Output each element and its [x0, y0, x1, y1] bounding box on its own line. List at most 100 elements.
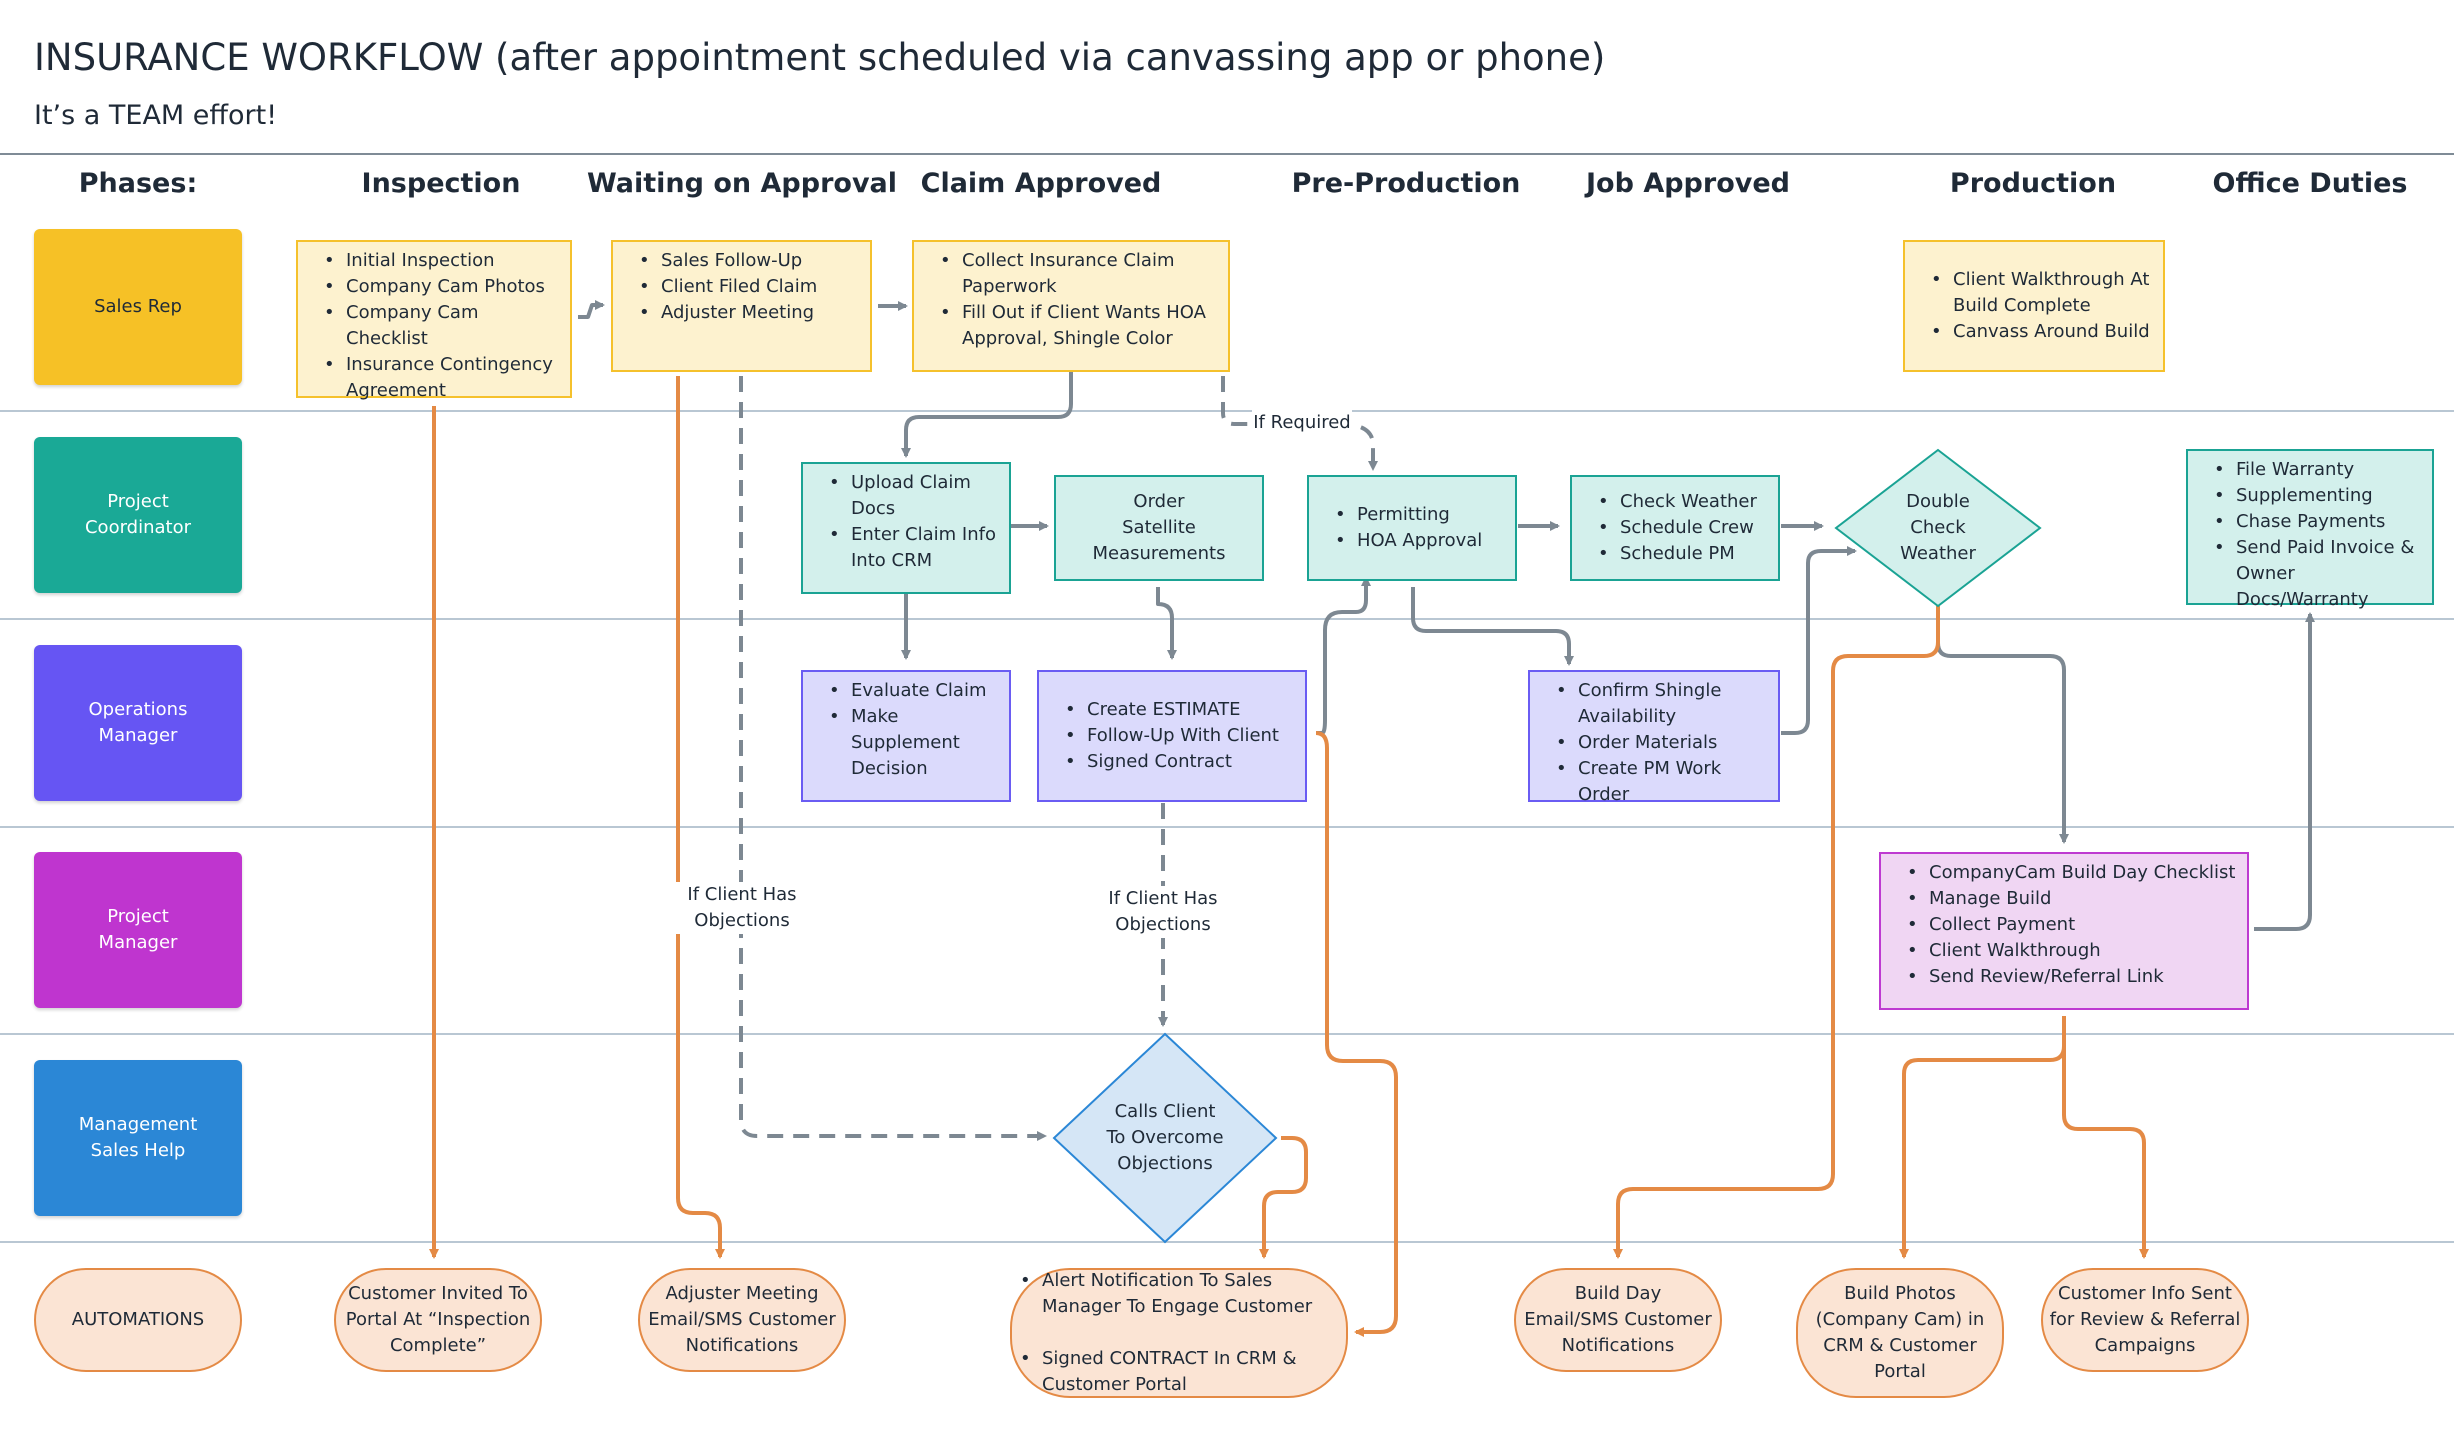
lane-divider [0, 826, 2454, 828]
list-item: Send Paid Invoice & Owner Docs/Warranty [2214, 535, 2422, 613]
connector-followup-to-adjuster-notifications [676, 376, 725, 1259]
connector-inspection-to-followup [578, 300, 605, 319]
list-item: Schedule PM [1598, 541, 1757, 567]
list-item: Send Review/Referral Link [1907, 964, 2237, 990]
list-item: Follow-Up With Client [1065, 723, 1279, 749]
phase-pre-production: Pre-Production [1291, 168, 1521, 199]
double-check-weather-label: Double Check Weather [1900, 491, 1976, 564]
connector-collect-to-upload [901, 372, 1073, 458]
list-item: Manage Build [1907, 886, 2237, 912]
phase-claim-approved: Claim Approved [920, 168, 1162, 199]
list-item: Enter Claim Info Into CRM [829, 522, 999, 574]
list-item: File Warranty [2214, 457, 2422, 483]
connector-estimate-to-permitting [1316, 576, 1371, 735]
list-item: Chase Payments [2214, 509, 2422, 535]
connector-confirm-shingle-to-double-check [1781, 546, 1857, 735]
connector-companycam-to-build-photos [1899, 1016, 2066, 1259]
list-item: Collect Insurance Claim Paperwork [940, 248, 1218, 300]
automation-customer-invited: Customer Invited To Portal At “Inspectio… [334, 1268, 542, 1372]
role-project-coordinator: Project Coordinator [34, 437, 242, 593]
calls-client-diamond [1052, 1032, 1278, 1244]
phases-label: Phases: [78, 168, 198, 199]
list-item: Initial Inspection [324, 248, 560, 274]
list-item: Upload Claim Docs [829, 470, 999, 522]
role-sales-rep: Sales Rep [34, 229, 242, 385]
list-item: Signed CONTRACT In CRM & Customer Portal [1020, 1346, 1346, 1398]
header-divider [0, 153, 2454, 155]
automation-customer-info: Customer Info Sent for Review & Referral… [2041, 1268, 2249, 1372]
role-automations: AUTOMATIONS [34, 1268, 242, 1372]
box-sales-follow-up: Sales Follow-Up Client Filed Claim Adjus… [611, 240, 872, 372]
lane-divider [0, 410, 2454, 412]
phase-job-approved: Job Approved [1586, 168, 1790, 199]
box-companycam-build-day: CompanyCam Build Day Checklist Manage Bu… [1879, 852, 2249, 1010]
lane-divider [0, 1241, 2454, 1243]
list-item: Create PM Work Order [1556, 756, 1768, 808]
automation-adjuster-meeting: Adjuster Meeting Email/SMS Customer Noti… [638, 1268, 846, 1372]
list-item: Confirm Shingle Availability [1556, 678, 1768, 730]
automation-alert-notification: Alert Notification To Sales Manager To E… [1010, 1268, 1348, 1398]
list-item: Client Walkthrough At Build Complete [1931, 267, 2153, 319]
connector-calls-to-alert [1259, 1136, 1308, 1259]
box-permitting: Permitting HOA Approval [1307, 475, 1517, 581]
list-item: Company Cam Photos [324, 274, 560, 300]
connector-followup-dashed-to-calls [739, 376, 1047, 1141]
box-initial-inspection: Initial Inspection Company Cam Photos Co… [296, 240, 572, 401]
connector-order-to-estimate [1156, 587, 1177, 660]
list-item: Client Walkthrough [1907, 938, 2237, 964]
list-item: Collect Payment [1907, 912, 2237, 938]
phase-inspection: Inspection [361, 168, 521, 199]
lane-divider [0, 1033, 2454, 1035]
list-item: Check Weather [1598, 489, 1757, 515]
list-item: CompanyCam Build Day Checklist [1907, 860, 2237, 886]
list-item: Fill Out if Client Wants HOA Approval, S… [940, 300, 1218, 352]
box-client-walkthrough: Client Walkthrough At Build Complete Can… [1903, 240, 2165, 372]
list-item: Permitting [1335, 502, 1482, 528]
label-if-client-has-objections: If Client Has Objections [672, 882, 812, 934]
role-management-sales-help: Management Sales Help [34, 1060, 242, 1216]
lane-divider [0, 618, 2454, 620]
list-item: Create ESTIMATE [1065, 697, 1279, 723]
phase-office-duties: Office Duties [2212, 168, 2408, 199]
connector-permitting-to-confirm-shingle [1411, 587, 1574, 666]
list-item: Signed Contract [1065, 749, 1279, 775]
box-upload-claim-docs: Upload Claim Docs Enter Claim Info Into … [801, 462, 1011, 594]
box-confirm-shingle: Confirm Shingle Availability Order Mater… [1528, 670, 1780, 805]
list-item: Make Supplement Decision [829, 704, 999, 782]
phase-production: Production [1949, 168, 2117, 199]
connector-companycam-to-customer-info [2062, 1046, 2149, 1259]
connector-companycam-to-warranty [2254, 612, 2315, 931]
box-order-satellite-measurements: Order Satellite Measurements [1054, 475, 1264, 581]
list-item: Adjuster Meeting [639, 300, 860, 326]
role-project-manager: Project Manager [34, 852, 242, 1008]
list-item: Canvass Around Build [1931, 319, 2153, 345]
list-item: Alert Notification To Sales Manager To E… [1020, 1268, 1346, 1320]
box-create-estimate: Create ESTIMATE Follow-Up With Client Si… [1037, 670, 1307, 802]
list-item: Sales Follow-Up [639, 248, 860, 274]
page-title: INSURANCE WORKFLOW (after appointment sc… [34, 36, 1606, 79]
label-if-required: If Required [1252, 410, 1352, 436]
list-item: Insurance Contingency Agreement [324, 352, 560, 404]
automation-build-photos: Build Photos (Company Cam) in CRM & Cust… [1796, 1268, 2004, 1398]
list-item: Client Filed Claim [639, 274, 860, 300]
connector-double-check-to-build-day [1613, 606, 1940, 1259]
connector-estimate-to-alert [1315, 731, 1398, 1337]
box-check-weather: Check Weather Schedule Crew Schedule PM [1570, 475, 1780, 581]
list-item: Order Materials [1556, 730, 1768, 756]
box-collect-insurance-claim: Collect Insurance Claim Paperwork Fill O… [912, 240, 1230, 372]
page-subtitle: It’s a TEAM effort! [34, 100, 278, 131]
automation-build-day: Build Day Email/SMS Customer Notificatio… [1514, 1268, 1722, 1372]
calls-client-label: Calls Client To Overcome Objections [1106, 1101, 1224, 1174]
label-if-client-has-objections: If Client Has Objections [1093, 886, 1233, 938]
list-item: Evaluate Claim [829, 678, 999, 704]
role-operations-manager: Operations Manager [34, 645, 242, 801]
box-evaluate-claim: Evaluate Claim Make Supplement Decision [801, 670, 1011, 802]
list-item: HOA Approval [1335, 528, 1482, 554]
list-item: Schedule Crew [1598, 515, 1757, 541]
connector-double-check-to-companycam [1936, 606, 2069, 844]
double-check-weather-diamond [1834, 448, 2042, 608]
box-file-warranty: File Warranty Supplementing Chase Paymen… [2186, 449, 2434, 610]
list-item: Company Cam Checklist [324, 300, 560, 352]
list-item: Supplementing [2214, 483, 2422, 509]
